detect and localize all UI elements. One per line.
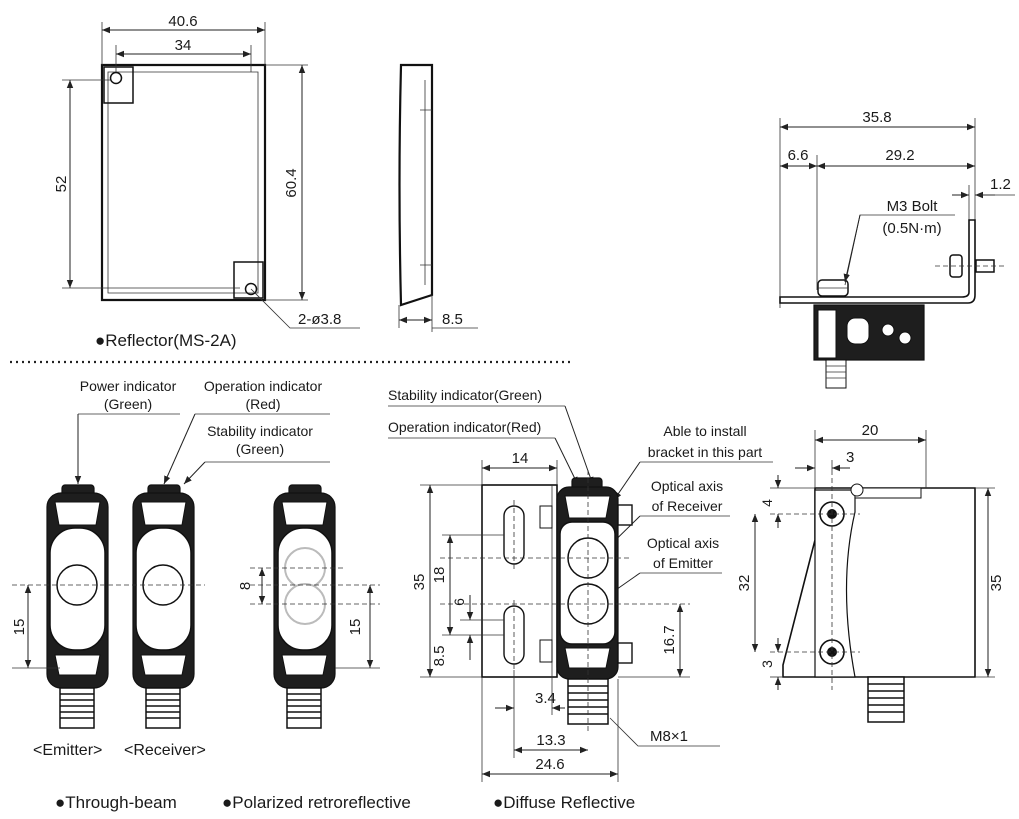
diffuse-slot-span: 18 bbox=[431, 567, 448, 584]
emitter-caption: <Emitter> bbox=[33, 742, 102, 759]
receiver-axis-label-1: Optical axis bbox=[651, 478, 723, 494]
side-height: 35 bbox=[988, 575, 1005, 592]
retro-axis-height: 15 bbox=[347, 619, 364, 636]
reflector-front-view bbox=[100, 63, 267, 302]
receiver-axis-label-2: of Receiver bbox=[652, 498, 723, 514]
diffuse-stability-label: Stability indicator(Green) bbox=[388, 387, 542, 403]
side-width: 20 bbox=[862, 422, 879, 439]
diffuse-offset: 3.4 bbox=[535, 690, 556, 707]
retro-caption: ●Polarized retroreflective bbox=[222, 793, 411, 812]
diffuse-operation-label: Operation indicator(Red) bbox=[388, 419, 541, 435]
retroreflective-sensor bbox=[273, 484, 336, 729]
through-beam-caption: ●Through-beam bbox=[55, 793, 177, 812]
reflector-thickness-label: 8.5 bbox=[442, 311, 463, 328]
connector-thread: M8×1 bbox=[650, 728, 688, 745]
diffuse-axis-height: 16.7 bbox=[661, 625, 678, 654]
reflector-width-outer: 40.6 bbox=[168, 13, 197, 30]
reflector-height-inner: 52 bbox=[53, 176, 70, 193]
retro-axis-gap: 8 bbox=[237, 582, 254, 590]
diffuse-top-width: 14 bbox=[512, 450, 529, 467]
bolt-torque: (0.5N·m) bbox=[882, 220, 941, 237]
side-bottom-gap: 3 bbox=[759, 660, 775, 668]
bracket-total-width: 35.8 bbox=[862, 109, 891, 126]
mounting-bracket-view bbox=[779, 219, 1005, 389]
emitter-axis-label-1: Optical axis bbox=[647, 535, 719, 551]
through-beam-axis-height: 15 bbox=[11, 619, 28, 636]
reflector-holes-label: 2-ø3.8 bbox=[298, 311, 341, 328]
bolt-label: M3 Bolt bbox=[887, 198, 939, 215]
reflector-side-view bbox=[398, 63, 434, 307]
bracket-note-line1: Able to install bbox=[663, 423, 746, 439]
reflector-caption: ●Reflector(MS-2A) bbox=[95, 331, 237, 350]
reflector-width-inner: 34 bbox=[175, 37, 192, 54]
bracket-flange-thickness: 1.2 bbox=[990, 176, 1011, 193]
emitter-axis-label-2: of Emitter bbox=[653, 555, 713, 571]
receiver-caption: <Receiver> bbox=[124, 742, 206, 759]
diffuse-bottom-offset: 8.5 bbox=[431, 646, 448, 667]
stability-indicator-color: (Green) bbox=[236, 441, 284, 457]
emitter-sensor bbox=[46, 484, 109, 729]
diffuse-sensor-with-bracket bbox=[481, 477, 633, 725]
operation-indicator-label: Operation indicator bbox=[204, 378, 323, 394]
power-indicator-color: (Green) bbox=[104, 396, 152, 412]
bracket-main-width: 29.2 bbox=[885, 147, 914, 164]
power-indicator-label: Power indicator bbox=[80, 378, 177, 394]
operation-indicator-color: (Red) bbox=[245, 396, 280, 412]
diffuse-side-view bbox=[782, 483, 976, 723]
diffuse-slot-gap: 6 bbox=[451, 598, 467, 606]
diffuse-caption: ●Diffuse Reflective bbox=[493, 793, 635, 812]
diffuse-center-distance: 13.3 bbox=[536, 732, 565, 749]
reflector-height-outer: 60.4 bbox=[283, 168, 300, 197]
bracket-note-line2: bracket in this part bbox=[648, 444, 762, 460]
side-hole-span: 32 bbox=[736, 575, 753, 592]
side-top-gap: 4 bbox=[759, 499, 775, 507]
diffuse-total-width: 24.6 bbox=[535, 756, 564, 773]
diffuse-height: 35 bbox=[411, 574, 428, 591]
stability-indicator-label: Stability indicator bbox=[207, 423, 313, 439]
receiver-sensor bbox=[132, 484, 195, 729]
side-hole-offset: 3 bbox=[846, 449, 854, 466]
bracket-left-offset: 6.6 bbox=[788, 147, 809, 164]
